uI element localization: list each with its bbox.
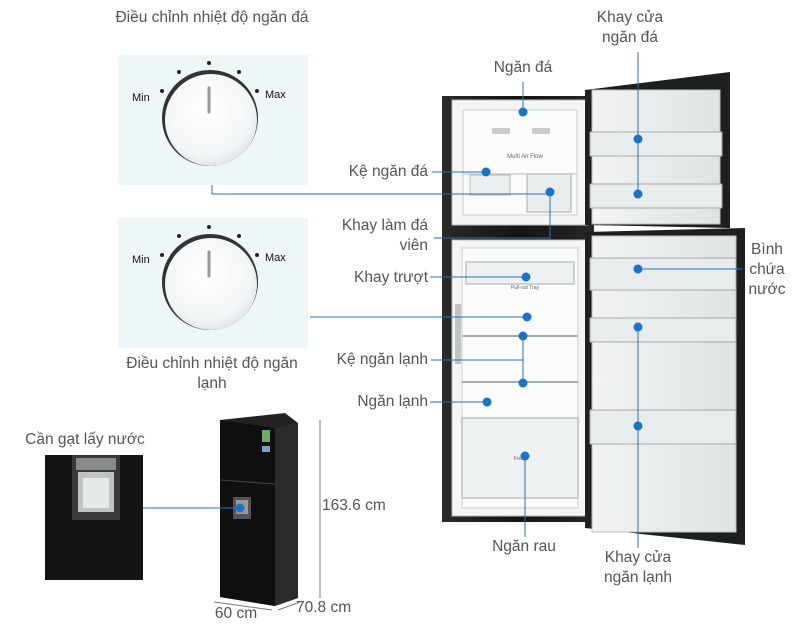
main-fridge xyxy=(442,72,745,545)
freezer-dial-min: Min xyxy=(132,92,150,104)
freezer-compartment-label: Ngăn đá xyxy=(493,59,553,76)
fridge-dial-panel xyxy=(118,218,308,348)
fridge-dimension-view xyxy=(213,413,321,611)
freezer-dial-knob xyxy=(165,74,257,166)
markers xyxy=(235,107,643,513)
dispenser-lever-label: Cần gạt lấy nước xyxy=(25,431,145,448)
fridge-shelf-label: Kệ ngăn lạnh xyxy=(336,351,428,368)
pull-out-tray-text: Pull-out Tray xyxy=(511,285,540,291)
fridge-dial-max: Max xyxy=(265,252,286,264)
freezer-dial-label: Điều chỉnh nhiệt độ ngăn đá xyxy=(115,9,309,26)
freezer-dial-panel xyxy=(118,55,308,185)
water-tank-label: Bình chứa nước xyxy=(748,241,786,299)
fridge-dial-label: Điều chỉnh nhiệt độ ngăn lạnh xyxy=(126,355,298,393)
freezer-door-tray-label: Khay cửa ngăn đá xyxy=(596,9,664,47)
height-label: 163.6 cm xyxy=(322,497,386,514)
freezer-dial-max: Max xyxy=(265,89,286,101)
fridge-dial-min: Min xyxy=(132,254,150,266)
fridge-door-tray-label: Khay cửa ngăn lạnh xyxy=(603,549,673,587)
freezer-shelf-label: Kệ ngăn đá xyxy=(348,163,428,180)
fresh-text: Fresh xyxy=(514,456,527,462)
sliding-tray-label: Khay trượt xyxy=(354,269,428,286)
leader-lines xyxy=(143,52,742,548)
width-label: 60 cm xyxy=(214,605,258,622)
crisper-label: Ngăn rau xyxy=(492,538,556,555)
fridge-dial-knob xyxy=(165,238,257,330)
depth-label: 70.8 cm xyxy=(296,599,352,616)
ice-tray-label: Khay làm đá viên xyxy=(341,217,428,255)
dispenser-closeup xyxy=(45,455,143,580)
multi-air-flow-text: Multi Air Flow xyxy=(507,154,543,160)
fridge-compartment-label: Ngăn lạnh xyxy=(357,393,428,410)
